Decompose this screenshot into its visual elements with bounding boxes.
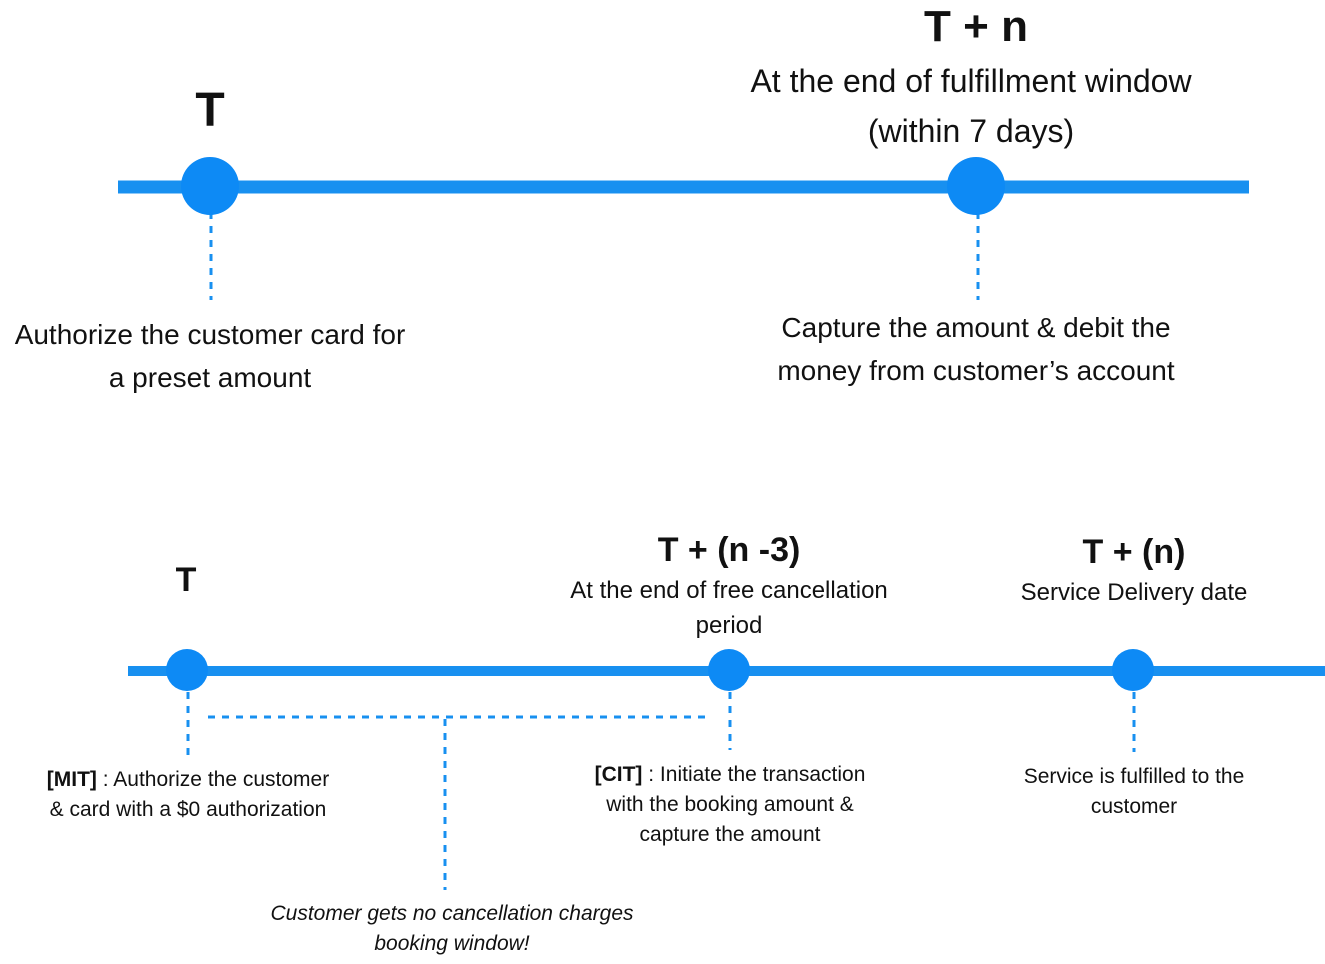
timeline-2-middle-description-line-2: with the booking amount & — [606, 793, 854, 816]
timeline-2-middle-subtitle-line-2: period — [695, 612, 763, 639]
timeline-2-start-description: [MIT] : Authorize the customer & card wi… — [8, 765, 368, 825]
timeline-1-end-title: T + n — [924, 2, 1028, 51]
window-note-line-2: booking window! — [374, 932, 530, 955]
cit-tag: [CIT] — [594, 763, 643, 786]
timeline-1-end-subtitle-line-2: (within 7 days) — [867, 113, 1075, 149]
window-note-line-1: Customer gets no cancellation charges — [270, 902, 634, 925]
timeline-1-end-marker — [947, 157, 1005, 215]
timeline-1-end-description-line-2: money from customer’s account — [777, 355, 1175, 386]
window-note: Customer gets no cancellation charges bo… — [232, 899, 672, 959]
timeline-2-middle-subtitle: At the end of free cancellation period — [529, 573, 929, 643]
timeline-2-start-description-line-1: [MIT] : Authorize the customer — [8, 765, 368, 795]
timeline-1-end-description: Capture the amount & debit the money fro… — [726, 306, 1226, 392]
timeline-1-end-subtitle: At the end of fulfillment window (within… — [671, 56, 1271, 156]
timeline-2-middle-description-line-3: capture the amount — [639, 823, 821, 846]
timeline-1-end-description-line-1: Capture the amount & debit the — [781, 312, 1171, 343]
timeline-2-end-subtitle: Service Delivery date — [1020, 579, 1248, 606]
mit-description: : Authorize the customer — [96, 768, 330, 791]
timeline-1-start-description: Authorize the customer card for a preset… — [0, 313, 425, 399]
timeline-2-end-description-line-1: Service is fulfilled to the — [1023, 765, 1245, 788]
timeline-1-start-description-line-1: Authorize the customer card for — [14, 319, 406, 350]
timeline-2-start-marker — [166, 649, 208, 691]
cit-description: : Initiate the transaction — [642, 763, 866, 786]
mit-tag: [MIT] — [46, 768, 97, 791]
timeline-2-end-description-line-2: customer — [1090, 795, 1178, 818]
timeline-1-start-title: T — [195, 84, 225, 137]
timeline-1-start-marker — [181, 157, 239, 215]
timeline-2-middle-description-line-1: [CIT] : Initiate the transaction — [560, 760, 900, 790]
timeline-2-end-marker — [1112, 649, 1154, 691]
timeline-2-end-description: Service is fulfilled to the customer — [984, 762, 1284, 822]
timeline-2-middle-subtitle-line-1: At the end of free cancellation — [570, 577, 888, 604]
timeline-2-start-description-line-2: & card with a $0 authorization — [49, 798, 327, 821]
timeline-1-start-description-line-2: a preset amount — [108, 362, 312, 393]
timeline-2-end-title: T + (n) — [1082, 533, 1186, 571]
timeline-2-middle-title: T + (n -3) — [657, 531, 801, 569]
timeline-1-end-subtitle-line-1: At the end of fulfillment window — [750, 63, 1192, 99]
timeline-2-middle-description: [CIT] : Initiate the transaction with th… — [560, 760, 900, 850]
timeline-2-middle-marker — [708, 649, 750, 691]
timeline-2-start-title: T — [175, 561, 197, 599]
